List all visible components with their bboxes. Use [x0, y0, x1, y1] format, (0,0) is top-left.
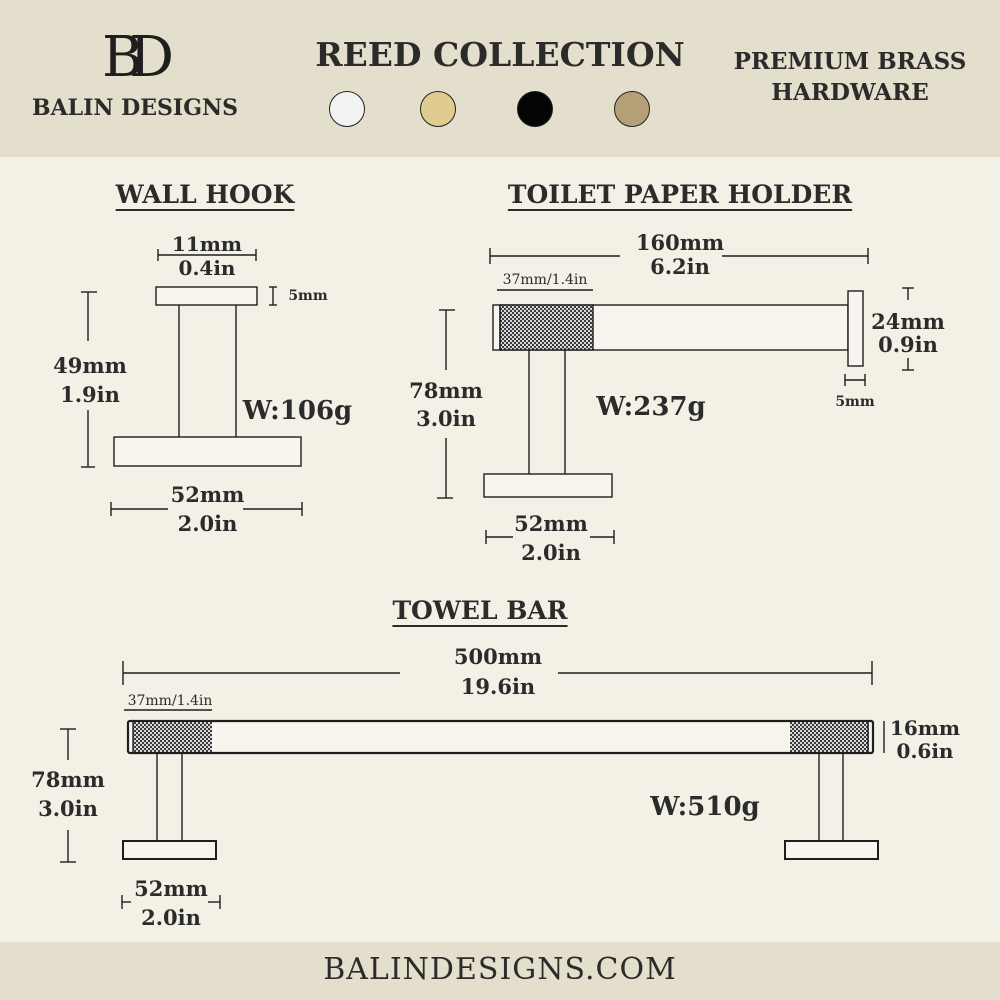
brand-name: BALIN DESIGNS: [31, 95, 238, 121]
towel-bar-weight: W:510g: [650, 792, 760, 822]
tph-length-in: 6.2in: [650, 254, 710, 279]
wall-hook-base-in: 2.0in: [177, 511, 238, 536]
wall-hook-drawing: [81, 249, 303, 516]
tph-end-in: 0.9in: [878, 332, 938, 357]
toilet-paper-holder-title: TOILET PAPER HOLDER: [507, 180, 853, 209]
swatch-matte-black[interactable]: [517, 91, 553, 127]
towel-bar-knurl-length: 37mm/1.4in: [127, 693, 213, 709]
tph-end-mm: 24mm: [871, 309, 945, 334]
tph-base-in: 2.0in: [521, 540, 581, 565]
wall-hook-height-mm: 49mm: [53, 353, 127, 378]
collection-title: REED COLLECTION: [315, 35, 685, 74]
towel-bar-drawing: [60, 661, 885, 909]
towel-bar-base-in: 2.0in: [141, 905, 201, 930]
towel-bar-title: TOWEL BAR: [392, 596, 568, 625]
swatch-chrome[interactable]: [329, 91, 365, 127]
tph-height-in: 3.0in: [416, 406, 476, 431]
tph-length-mm: 160mm: [635, 230, 725, 255]
toilet-paper-holder-drawing: [437, 248, 914, 544]
wall-hook-title: WALL HOOK: [115, 180, 295, 209]
swatch-antique-brass[interactable]: [614, 91, 650, 127]
wall-hook-plate-thickness: 5mm: [288, 288, 328, 304]
tph-height-mm: 78mm: [409, 378, 483, 403]
wall-hook-weight: W:106g: [242, 396, 353, 426]
tagline-line-1: PREMIUM BRASS: [733, 48, 967, 75]
towel-bar-dia-mm: 16mm: [889, 716, 961, 740]
wall-hook-top-width-in: 0.4in: [178, 256, 236, 280]
footer-website-link[interactable]: BALINDESIGNS.COM: [323, 952, 677, 987]
towel-bar-base-mm: 52mm: [134, 876, 208, 901]
towel-bar-length-in: 19.6in: [460, 674, 536, 699]
wall-hook-base-mm: 52mm: [170, 482, 245, 507]
tagline-line-2: HARDWARE: [771, 79, 929, 106]
tph-weight: W:237g: [596, 392, 706, 422]
towel-bar-height-in: 3.0in: [38, 796, 98, 821]
footer-band: [0, 942, 1000, 1000]
swatch-brushed-gold[interactable]: [420, 91, 456, 127]
wall-hook-top-width-mm: 11mm: [171, 232, 243, 256]
header-band: [0, 0, 1000, 157]
tph-knurl-length: 37mm/1.4in: [502, 272, 588, 288]
tph-base-mm: 52mm: [514, 511, 588, 536]
towel-bar-length-mm: 500mm: [453, 644, 543, 669]
tph-end-thickness: 5mm: [835, 394, 875, 410]
towel-bar-dia-in: 0.6in: [896, 739, 954, 763]
towel-bar-height-mm: 78mm: [31, 767, 105, 792]
wall-hook-height-in: 1.9in: [60, 382, 120, 407]
